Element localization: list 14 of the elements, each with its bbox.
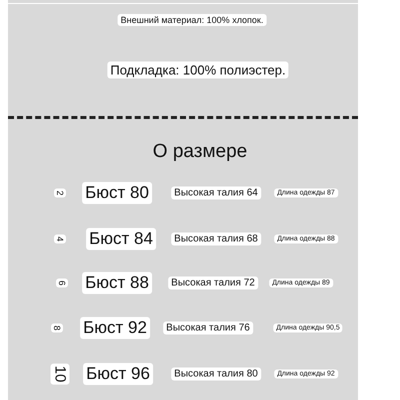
bust-measure: Бюст 80: [82, 182, 152, 204]
size-number: 10: [50, 364, 70, 384]
bust-measure: Бюст 92: [80, 317, 150, 339]
waist-measure: Высокая талия 68: [171, 232, 261, 246]
waist-measure: Высокая талия 64: [171, 186, 261, 200]
waist-measure: Высокая талия 72: [168, 276, 258, 290]
bust-measure: Бюст 96: [83, 363, 153, 385]
section-heading: О размере: [152, 140, 248, 164]
waist-measure: Высокая талия 76: [163, 322, 253, 334]
material-note: Подкладка: 100% полиэстер.: [107, 62, 289, 78]
bust-measure: Бюст 88: [82, 272, 152, 294]
waist-measure: Высокая талия 80: [171, 368, 261, 380]
material-note: Внешний материал: 100% хлопок.: [118, 14, 266, 26]
bust-measure: Бюст 84: [86, 228, 156, 250]
